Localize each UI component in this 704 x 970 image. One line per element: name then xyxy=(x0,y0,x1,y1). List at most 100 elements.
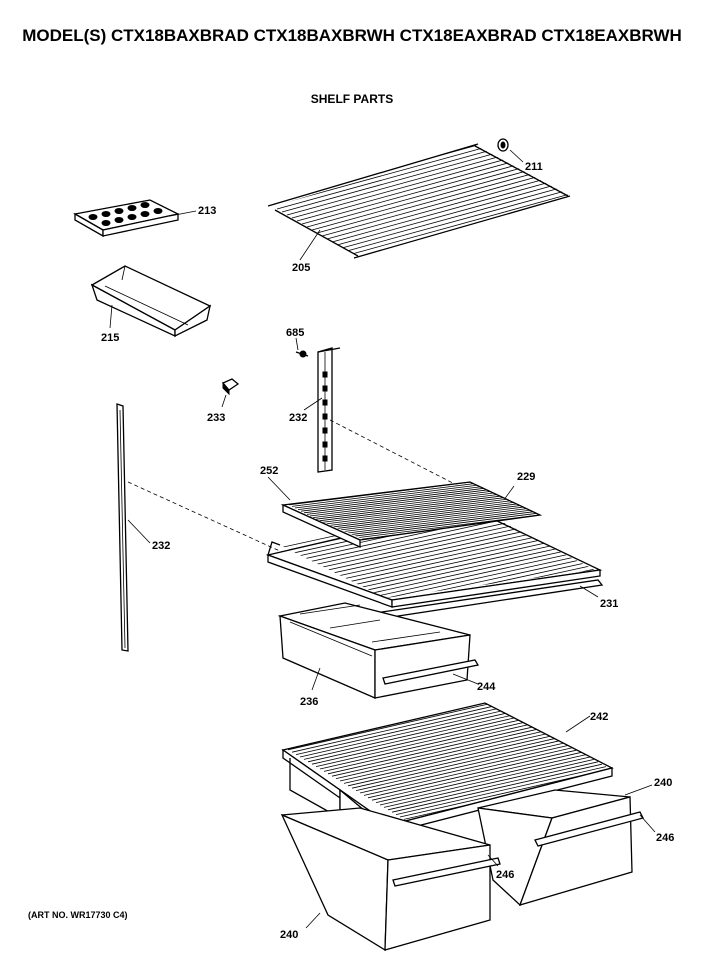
shelf-hatch-line xyxy=(349,553,571,598)
callout-233: 233 xyxy=(207,412,225,424)
callout-685: 685 xyxy=(286,327,304,339)
shelf-hatch-line xyxy=(306,489,508,515)
shelf-hatch-line xyxy=(367,749,579,799)
shelf-hatch-line xyxy=(411,229,570,256)
shelf-hatch-line xyxy=(324,498,526,525)
shelf-hatch-line xyxy=(306,166,526,228)
callout-211: 211 xyxy=(525,161,543,173)
part-213-egg-tray xyxy=(73,199,197,238)
shelf-hatch-line xyxy=(421,235,570,256)
shelf-hatch-line xyxy=(327,500,529,526)
shelf-hatch-line xyxy=(327,725,539,775)
shelf-hatch-line xyxy=(315,718,527,767)
callout-236: 236 xyxy=(300,696,318,708)
shelf-hatch-line xyxy=(299,523,521,573)
shelf-hatch-line xyxy=(336,505,538,531)
shelf-hatch-line xyxy=(445,611,665,659)
shelf-hatch-line xyxy=(314,532,536,582)
shelf-hatch-line xyxy=(441,247,570,256)
shelf-hatch-line xyxy=(294,520,516,570)
shelf-hatch-line xyxy=(500,644,704,692)
shelf-hatch-line xyxy=(346,190,566,252)
shelf-hatch-line xyxy=(361,199,570,256)
shelf-hatch-line xyxy=(381,211,570,256)
shelf-hatch-line xyxy=(396,220,570,256)
shelf-hatch-line xyxy=(371,751,583,801)
shelf-hatch-line xyxy=(287,703,499,751)
callout-242: 242 xyxy=(590,711,608,723)
shelf-hatch-line xyxy=(354,556,576,598)
shelf-hatch-line xyxy=(363,747,575,796)
art-number: (ART NO. WR17730 C4) xyxy=(28,910,128,920)
shelf-hatch-line xyxy=(339,506,540,533)
shelf-hatch-line xyxy=(391,763,603,813)
shelf-hatch-line xyxy=(288,482,490,506)
shelf-hatch-line xyxy=(321,497,523,523)
shelf-hatch-line xyxy=(331,181,551,243)
shelf-hatch-line xyxy=(291,157,511,219)
part-215-door-bin xyxy=(90,265,212,338)
callout-215: 215 xyxy=(101,332,119,344)
shelf-hatch-line xyxy=(315,493,517,520)
shelf-hatch-line xyxy=(316,172,536,234)
shelf-hatch-line xyxy=(416,232,570,256)
shelf-hatch-line xyxy=(344,550,566,598)
part-233-bracket xyxy=(221,378,240,408)
shelf-hatch-line xyxy=(297,484,499,510)
shelf-hatch-line xyxy=(345,509,540,536)
shelf-hatch-line xyxy=(286,154,506,216)
shelf-hatch-line xyxy=(450,614,670,662)
shelf-hatch-line xyxy=(291,703,503,753)
shelf-hatch-line xyxy=(318,495,520,522)
shelf-hatch-line xyxy=(431,241,570,256)
callout-244: 244 xyxy=(477,681,496,693)
shelf-hatch-line xyxy=(395,766,607,815)
shelf-hatch-line xyxy=(295,706,507,755)
shelf-hatch-line xyxy=(451,253,570,256)
shelf-hatch-line xyxy=(376,208,570,256)
part-236-drawer xyxy=(277,602,480,699)
shelf-hatch-line xyxy=(276,148,496,210)
shelf-hatch-line xyxy=(336,184,556,246)
shelf-hatch-line xyxy=(289,517,511,567)
callout-246-left: 246 xyxy=(496,869,514,881)
shelf-hatch-line xyxy=(436,244,570,256)
shelf-hatch-line xyxy=(480,632,700,680)
shelf-hatch-line xyxy=(475,629,695,677)
section-title: SHELF PARTS xyxy=(311,92,393,106)
shelf-hatch-line xyxy=(294,482,496,509)
shelf-hatch-line xyxy=(311,715,523,765)
shelf-hatch-line xyxy=(333,503,535,530)
shelf-hatch-line xyxy=(355,742,567,791)
callout-246-right: 246 xyxy=(656,832,674,844)
shelf-hatch-line xyxy=(495,641,704,689)
shelf-hatch-line xyxy=(330,501,532,528)
callout-205: 205 xyxy=(292,262,310,274)
shelf-hatch-line xyxy=(359,744,571,794)
shelf-hatch-line xyxy=(334,544,556,594)
shelf-hatch-line xyxy=(351,513,540,539)
callout-232-upper: 232 xyxy=(289,412,307,424)
shelf-hatch-line xyxy=(309,490,511,517)
part-685-screw xyxy=(295,337,309,358)
shelf-hatch-line xyxy=(309,529,531,579)
shelf-hatch-line xyxy=(307,713,519,763)
shelf-hatch-line xyxy=(323,723,535,772)
shelf-hatch-line xyxy=(446,250,570,256)
shelf-hatch-line xyxy=(291,482,493,507)
shelf-hatch-line xyxy=(347,737,559,787)
shelf-hatch-line xyxy=(460,620,680,668)
callout-240-right: 240 xyxy=(654,777,672,789)
part-211-clip xyxy=(497,138,524,163)
shelf-hatch-line xyxy=(296,160,516,222)
shelf-hatch-line xyxy=(359,559,581,598)
shelf-hatch-line xyxy=(301,163,521,225)
shelf-hatch-line xyxy=(299,708,511,758)
shelf-hatch-line xyxy=(379,756,591,806)
shelf-hatch-line xyxy=(304,526,526,576)
shelf-hatch-line xyxy=(342,508,540,534)
shelf-hatch-line xyxy=(348,511,540,538)
shelf-hatch-line xyxy=(321,175,541,237)
shelf-hatch-line xyxy=(343,735,555,784)
